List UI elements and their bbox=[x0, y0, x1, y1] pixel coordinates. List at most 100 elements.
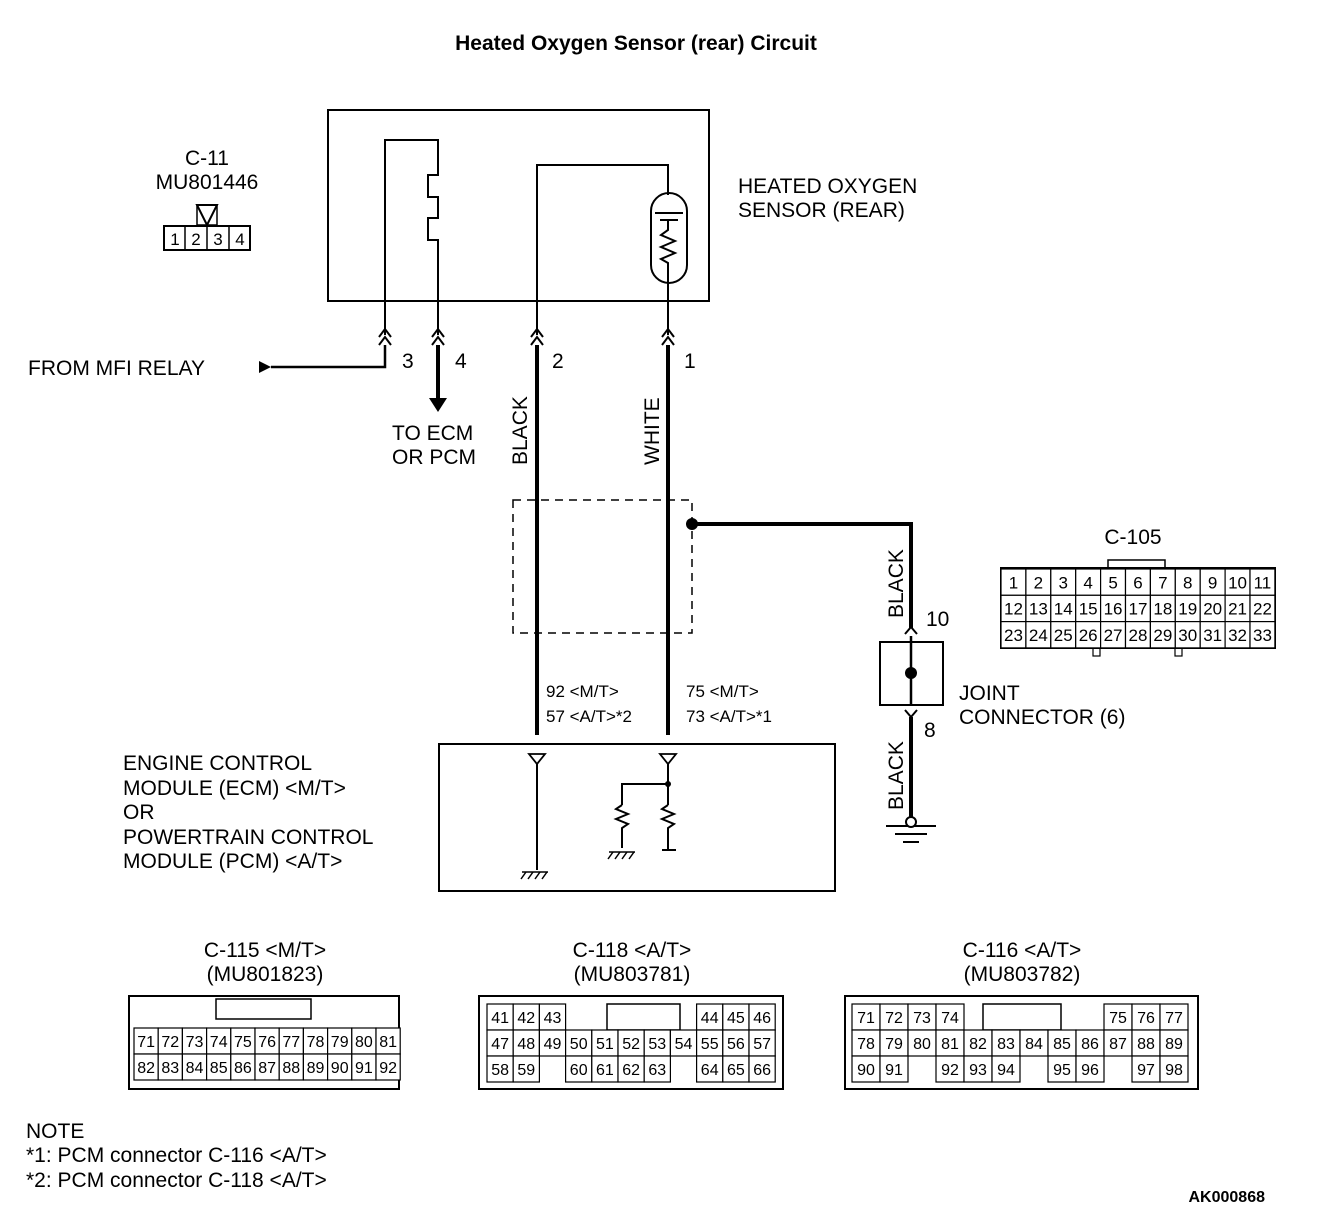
connector-pin-cell bbox=[907, 1003, 937, 1031]
connector-pin-number: 91 bbox=[355, 1060, 373, 1077]
connector-pin-cell bbox=[1000, 568, 1027, 596]
oxygen-sensor-box bbox=[327, 109, 710, 335]
connector-pin-number: 2 bbox=[1034, 573, 1043, 592]
joint-chevron-bottom bbox=[904, 709, 918, 719]
connector-pin-cell bbox=[1075, 620, 1102, 649]
connector-pin-number: 78 bbox=[307, 1034, 325, 1051]
c105-id: C-105 bbox=[1104, 526, 1161, 549]
connector-pin-cell bbox=[1174, 620, 1201, 649]
connector-pin-number: 71 bbox=[857, 1010, 875, 1027]
connector-pin-cell bbox=[1047, 1055, 1077, 1083]
diagram-title: Heated Oxygen Sensor (rear) Circuit bbox=[455, 32, 817, 55]
ecm-label-5: MODULE (PCM) <A/T> bbox=[123, 850, 342, 873]
connector-pin-number: 80 bbox=[913, 1036, 931, 1053]
connector-pin-cell bbox=[879, 1055, 909, 1083]
connector-pin-number: 73 bbox=[913, 1010, 931, 1027]
connector-pin-number: 90 bbox=[857, 1062, 875, 1079]
connector-pin-cell bbox=[302, 1053, 329, 1081]
connector-pin-number: 86 bbox=[1081, 1036, 1099, 1053]
connector-pin-number: 76 bbox=[1137, 1010, 1155, 1027]
wire-pin3 bbox=[271, 345, 387, 369]
connector-pin-number: 82 bbox=[969, 1036, 987, 1053]
connector-pin-number: 10 bbox=[1228, 573, 1247, 592]
connector-pin-cell bbox=[1131, 1055, 1161, 1083]
ecm-label-4: POWERTRAIN CONTROL bbox=[123, 826, 373, 849]
connector-pin-cell bbox=[1124, 620, 1151, 649]
wire-color-white-label: WHITE bbox=[641, 397, 664, 465]
connector-pin-number: 16 bbox=[1104, 600, 1123, 619]
connector-pin-number: 41 bbox=[491, 1010, 509, 1027]
connector-pin-cell bbox=[1199, 594, 1226, 623]
to-ecm-label-2: OR PCM bbox=[392, 446, 476, 469]
arrow-right-icon bbox=[259, 361, 271, 373]
connector-pin-number: 83 bbox=[997, 1036, 1015, 1053]
connector-pin-number: 27 bbox=[1104, 626, 1123, 645]
c118-part: (MU803781) bbox=[574, 963, 691, 986]
wire-shield-ground bbox=[692, 522, 913, 628]
connector-pin-number: 88 bbox=[282, 1060, 300, 1077]
joint-label-1: JOINT bbox=[959, 682, 1020, 705]
connector-pin-number: 74 bbox=[210, 1034, 228, 1051]
connector-pin-number: 71 bbox=[137, 1034, 155, 1051]
connector-pin-cell bbox=[1025, 594, 1052, 623]
connector-pin-number: 72 bbox=[885, 1010, 903, 1027]
connector-pin-number: 59 bbox=[517, 1062, 535, 1079]
connector-pin-number: 58 bbox=[491, 1062, 509, 1079]
connector-pin-number: 50 bbox=[570, 1036, 588, 1053]
joint-label-2: CONNECTOR (6) bbox=[959, 706, 1125, 729]
arrow-down-icon bbox=[429, 398, 447, 412]
connector-pin-cell bbox=[1025, 568, 1052, 596]
ecm-pin-mt-a: 92 <M/T> bbox=[546, 682, 619, 701]
pin-4-label: 4 bbox=[455, 350, 467, 373]
connector-pin-number: 28 bbox=[1128, 626, 1147, 645]
connector-pin-cell bbox=[1075, 1055, 1105, 1083]
connector-pin-cell bbox=[1103, 1029, 1133, 1057]
connector-pin-cell bbox=[851, 1003, 881, 1031]
connector-pin-number: 85 bbox=[210, 1060, 228, 1077]
connector-pin-cell bbox=[591, 1055, 619, 1083]
c11-pin: 2 bbox=[191, 230, 200, 249]
connector-pin-cell bbox=[1131, 1003, 1161, 1031]
connector-pin-number: 3 bbox=[1059, 573, 1068, 592]
sensor-label-2: SENSOR (REAR) bbox=[738, 199, 905, 222]
connector-pin-number: 94 bbox=[997, 1062, 1015, 1079]
ecm-pin-mt-b: 75 <M/T> bbox=[686, 682, 759, 701]
connector-pin-number: 89 bbox=[1165, 1036, 1183, 1053]
connector-pin-cell bbox=[512, 1003, 541, 1031]
connector-pin-number: 95 bbox=[1053, 1062, 1071, 1079]
connector-pin-number: 57 bbox=[753, 1036, 771, 1053]
connector-pin-cell bbox=[564, 1055, 593, 1083]
connector-pin-cell bbox=[879, 1003, 909, 1031]
connector-pin-number: 1 bbox=[1009, 573, 1018, 592]
connector-pin-number: 92 bbox=[941, 1062, 959, 1079]
c115-id: C-115 <M/T> bbox=[204, 939, 326, 962]
connector-pin-number: 45 bbox=[727, 1010, 745, 1027]
wire-color-black-label-2: BLACK bbox=[885, 549, 908, 618]
connector-pin-number: 66 bbox=[753, 1062, 771, 1079]
connector-pin-cell bbox=[1224, 620, 1251, 649]
connector-pin-number: 12 bbox=[1004, 600, 1023, 619]
connector-pin-number: 91 bbox=[885, 1062, 903, 1079]
connector-pin-number: 77 bbox=[282, 1034, 300, 1051]
connector-pin-number: 44 bbox=[701, 1010, 719, 1027]
connector-pin-cell bbox=[1050, 594, 1077, 623]
c116-part: (MU803782) bbox=[964, 963, 1081, 986]
connector-pin-cell bbox=[538, 1029, 567, 1057]
connector-pin-number: 92 bbox=[379, 1060, 397, 1077]
connector-pin-number: 72 bbox=[161, 1034, 179, 1051]
connector-pin-number: 81 bbox=[379, 1034, 397, 1051]
connector-pin-cell bbox=[748, 1029, 776, 1057]
connector-pin-cell bbox=[375, 1027, 401, 1055]
connector-pin-number: 86 bbox=[234, 1060, 252, 1077]
connector-pin-number: 43 bbox=[544, 1010, 562, 1027]
c11-key bbox=[196, 204, 218, 226]
connector-pin-number: 89 bbox=[307, 1060, 325, 1077]
connector-pin-cell bbox=[1224, 568, 1251, 596]
connector-pin-number: 49 bbox=[544, 1036, 562, 1053]
connector-pin-number: 84 bbox=[186, 1060, 204, 1077]
ecm-label-2: MODULE (ECM) <M/T> bbox=[123, 777, 346, 800]
ecm-resistor-icon bbox=[659, 804, 677, 850]
